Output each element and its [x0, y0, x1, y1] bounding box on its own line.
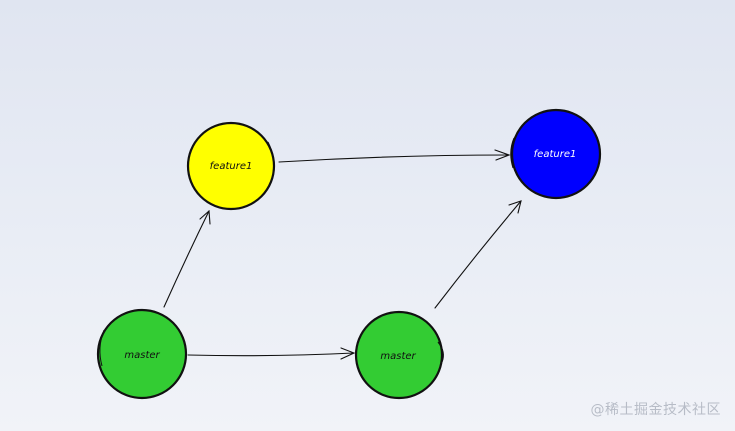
node-master-a: master: [96, 308, 188, 400]
node-label: master: [124, 350, 160, 361]
edge-master-a-to-master-b: [187, 347, 356, 360]
node-feature1-b: feature1: [510, 108, 602, 200]
node-circle: [96, 308, 188, 400]
node-label: master: [380, 351, 416, 362]
edges: [163, 149, 522, 360]
node-label: feature1: [534, 149, 577, 160]
watermark: @稀土掘金技术社区: [590, 402, 721, 418]
edge-feature1-a-to-feature1-b: [278, 149, 511, 163]
node-circle: [510, 108, 602, 200]
node-master-b: master: [354, 310, 444, 400]
node-feature1-a: feature1: [186, 121, 276, 211]
node-circle: [354, 310, 444, 400]
edge-master-a-to-feature1-a: [163, 209, 211, 308]
node-label: feature1: [210, 161, 253, 172]
edge-master-b-to-feature1-b: [434, 200, 522, 309]
